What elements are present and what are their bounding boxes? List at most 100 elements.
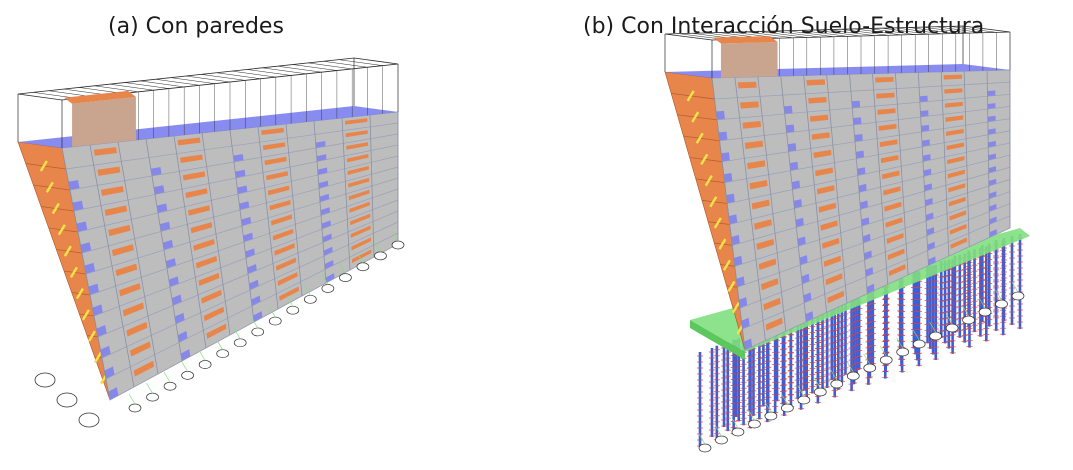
floor-slab-edge bbox=[84, 262, 96, 274]
window-panel bbox=[756, 238, 775, 250]
floor-slab-edge bbox=[859, 200, 868, 210]
grid-axis-line bbox=[731, 417, 739, 429]
window-panel bbox=[271, 214, 293, 226]
floor-slab-edge bbox=[862, 233, 871, 244]
grid-axis-line bbox=[962, 305, 969, 317]
floor-slab-edge bbox=[323, 246, 333, 256]
column-grid-line bbox=[173, 135, 207, 349]
floor-slab-edge bbox=[919, 95, 928, 103]
penthouse-box bbox=[720, 42, 778, 78]
grid-bubble-b bbox=[731, 427, 745, 437]
roof-frame-member bbox=[338, 59, 383, 66]
grid-bubble-a bbox=[128, 403, 142, 413]
grid-axis-line bbox=[339, 263, 346, 274]
window-panel bbox=[737, 81, 757, 89]
floor-slab-edge bbox=[743, 338, 753, 350]
column-grid-line bbox=[757, 76, 787, 332]
window-panel bbox=[193, 239, 215, 251]
grid-axis-line bbox=[764, 401, 772, 413]
brace-mark bbox=[713, 217, 722, 229]
roof-frame-member bbox=[800, 30, 848, 37]
grid-bubble-b bbox=[830, 379, 844, 389]
penthouse-roof bbox=[712, 36, 778, 44]
window-panel bbox=[949, 210, 967, 221]
floor-slab-edge bbox=[718, 131, 728, 141]
floor-slab-edge bbox=[787, 143, 797, 152]
column-grid-line bbox=[803, 75, 827, 313]
floor-slab-edge bbox=[797, 236, 806, 247]
grid-axis-line bbox=[321, 274, 329, 285]
floor-grid-line bbox=[714, 81, 1011, 100]
window-panel bbox=[823, 255, 842, 268]
floor-slab-edge bbox=[733, 255, 743, 267]
column-grid-line bbox=[61, 147, 111, 401]
roof-frame-member bbox=[868, 28, 916, 35]
brace-mark bbox=[69, 266, 78, 278]
window-panel bbox=[180, 154, 203, 163]
floor-slab-edge bbox=[783, 105, 793, 114]
window-panel bbox=[758, 258, 777, 271]
roof-frame-member bbox=[262, 67, 307, 75]
window-panel bbox=[190, 222, 213, 234]
grid-axis-line bbox=[995, 289, 1002, 301]
window-panel bbox=[269, 199, 291, 211]
brace-mark bbox=[81, 309, 90, 321]
grid-axis-line bbox=[896, 337, 903, 349]
grid-axis-line bbox=[978, 297, 986, 309]
window-panel bbox=[816, 185, 835, 195]
floor-slab-edge bbox=[235, 169, 246, 178]
column-grid-line bbox=[711, 77, 746, 351]
roof-frame-member bbox=[308, 62, 353, 70]
window-panel bbox=[877, 108, 896, 115]
grid-bubble-b bbox=[912, 339, 926, 349]
side-floor-line bbox=[689, 157, 723, 163]
grid-axis-line bbox=[1011, 281, 1019, 293]
grid-axis-line bbox=[748, 409, 755, 421]
floor-slab-edge bbox=[96, 325, 107, 337]
window-panel bbox=[742, 121, 762, 129]
grid-bubble-a bbox=[303, 294, 317, 304]
floor-slab-edge bbox=[153, 185, 165, 195]
column-grid-line bbox=[826, 74, 848, 304]
window-panel bbox=[277, 272, 298, 286]
window-panel bbox=[130, 341, 151, 357]
grid-bubble-a bbox=[233, 338, 247, 348]
roof-frame-member bbox=[231, 70, 276, 78]
column-grid-line bbox=[940, 71, 950, 257]
floor-grid-line bbox=[722, 118, 1011, 163]
floor-slab-edge bbox=[801, 273, 810, 285]
grid-axis-line bbox=[814, 377, 821, 389]
floor-slab-edge bbox=[987, 128, 996, 135]
window-panel bbox=[348, 177, 370, 188]
brace-mark bbox=[700, 153, 709, 166]
floor-slab-edge bbox=[785, 124, 795, 133]
grid-bubble-a bbox=[268, 316, 282, 326]
grid-bubble-b bbox=[929, 331, 942, 341]
grid-axis-line bbox=[304, 285, 311, 296]
grid-bubble-b bbox=[715, 435, 728, 445]
roof-frame-member bbox=[854, 28, 902, 36]
floor-slab-edge bbox=[854, 133, 863, 142]
column-grid-line bbox=[117, 141, 159, 375]
grid-axis-line bbox=[912, 329, 920, 341]
brace-mark bbox=[722, 259, 731, 271]
floor-slab-edge bbox=[325, 273, 335, 283]
window-panel bbox=[880, 155, 899, 164]
window-panel bbox=[881, 170, 900, 180]
floor-slab-edge bbox=[728, 214, 738, 225]
window-panel bbox=[344, 118, 368, 125]
window-panel bbox=[100, 185, 124, 196]
window-panel bbox=[947, 169, 965, 179]
roof-frame-member bbox=[185, 75, 231, 83]
window-panel bbox=[886, 232, 904, 244]
floor-slab-edge bbox=[156, 203, 168, 213]
window-panel bbox=[885, 217, 903, 228]
window-panel bbox=[945, 115, 964, 122]
roof-frame-member bbox=[813, 29, 862, 37]
window-panel bbox=[878, 123, 897, 131]
column-grid-line bbox=[734, 77, 766, 341]
floor-slab-edge bbox=[177, 330, 188, 343]
column-grid-line bbox=[229, 129, 255, 323]
window-panel bbox=[763, 297, 781, 311]
floor-slab-edge bbox=[150, 167, 162, 176]
